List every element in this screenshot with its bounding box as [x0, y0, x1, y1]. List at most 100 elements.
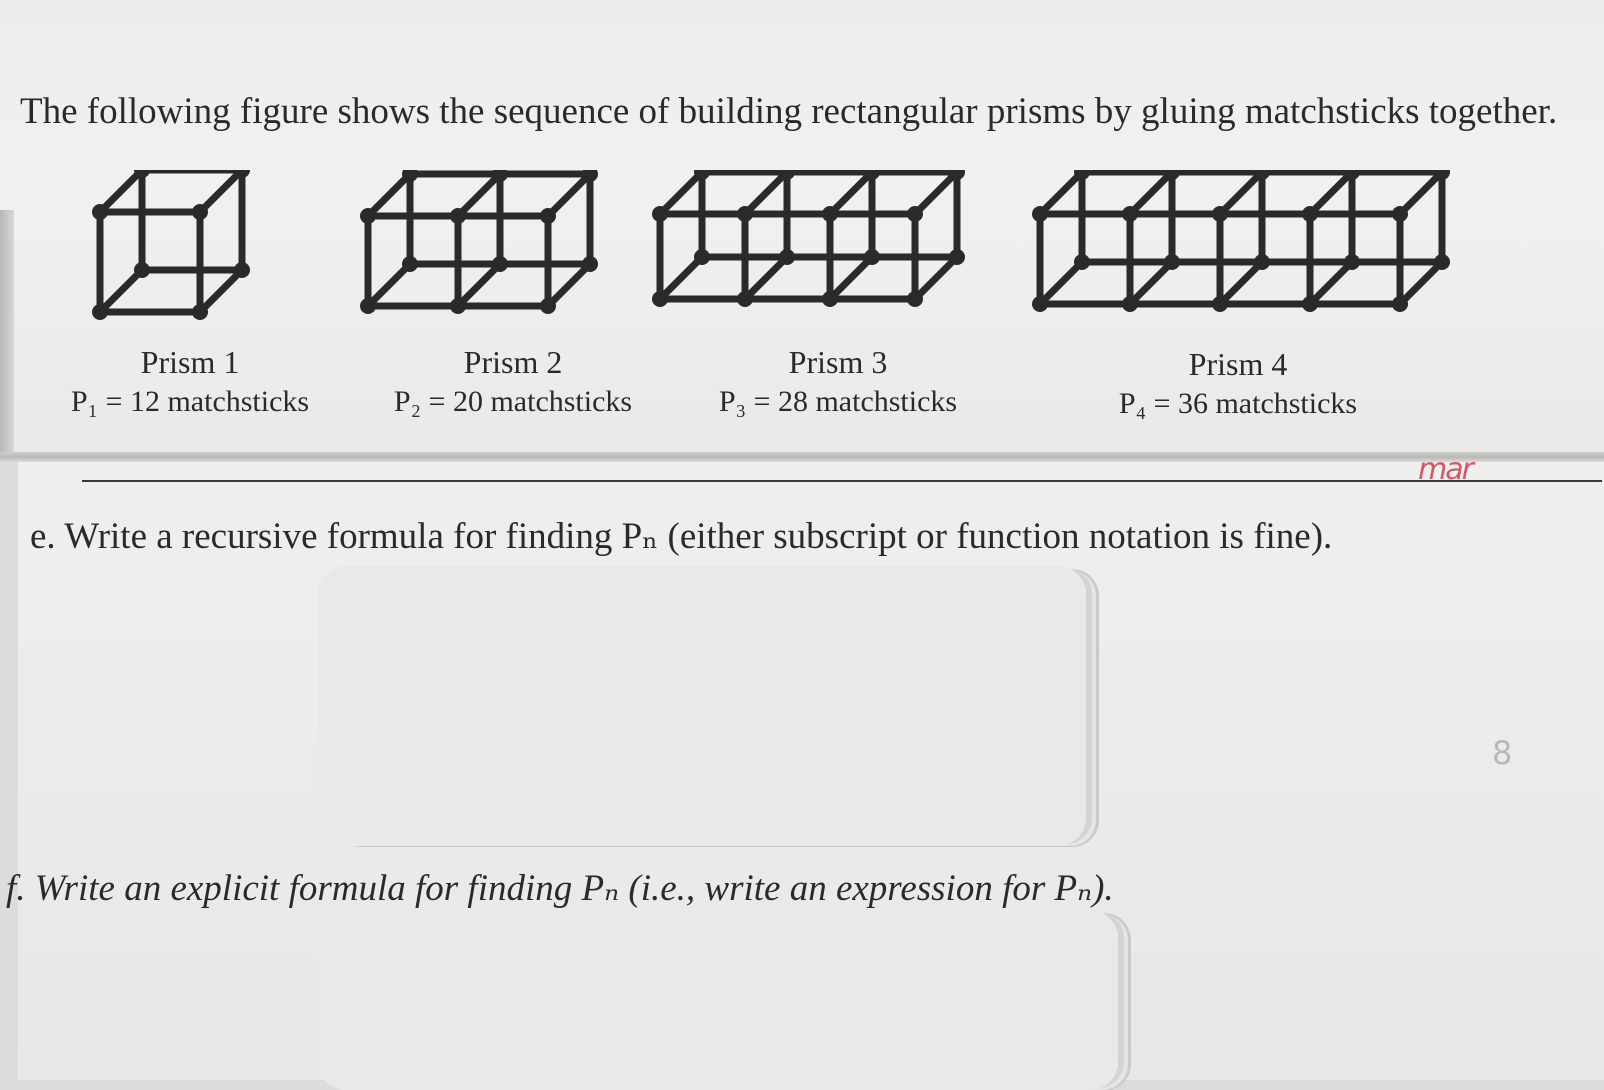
glue-joint — [737, 206, 753, 222]
glue-joint — [652, 206, 668, 222]
matchstick — [454, 170, 504, 220]
glue-joint — [652, 291, 668, 307]
glue-joint — [779, 170, 795, 180]
matchstick — [364, 170, 414, 220]
prism-4-count: P₄ = 36 matchsticks — [1118, 387, 1358, 420]
glue-joint — [779, 249, 795, 265]
answer-box-e[interactable] — [318, 566, 1086, 846]
prism-1-name: Prism 1 — [140, 344, 240, 380]
glue-joint — [907, 206, 923, 222]
matchstick — [1126, 258, 1176, 308]
prism-1-caption: Prism 1 P₁ = 12 matchsticks — [40, 342, 340, 422]
matchstick — [1216, 258, 1266, 308]
matchstick — [656, 253, 706, 303]
glue-joint — [1434, 254, 1450, 270]
glue-joint — [694, 249, 710, 265]
prism-4-drawing — [1032, 170, 1450, 312]
glue-joint — [1254, 254, 1270, 270]
prism-figure-svg — [92, 170, 1450, 320]
glue-joint — [92, 304, 108, 320]
answer-box-f[interactable] — [318, 910, 1118, 1090]
matchstick — [656, 170, 706, 218]
intro-text: The following figure shows the sequence … — [20, 91, 1558, 132]
glue-joint — [949, 249, 965, 265]
glue-joint — [1122, 206, 1138, 222]
glue-joint — [1074, 170, 1090, 180]
matchstick — [96, 170, 146, 216]
glue-joint — [1074, 254, 1090, 270]
prism-2-count: P₂ = 20 matchsticks — [393, 385, 633, 418]
matchstick — [1306, 258, 1356, 308]
matchstick — [826, 253, 876, 303]
matchstick — [1396, 258, 1446, 308]
glue-joint — [360, 208, 376, 224]
prism-3-name: Prism 3 — [788, 344, 888, 380]
glue-joint — [1392, 206, 1408, 222]
question-f: f. Write an explicit formula for finding… — [6, 868, 1114, 909]
glue-joint — [450, 298, 466, 314]
section-divider — [82, 480, 1602, 482]
matchstick — [364, 260, 414, 310]
glue-joint — [192, 304, 208, 320]
glue-joint — [1434, 170, 1450, 180]
question-e: e. Write a recursive formula for finding… — [30, 516, 1333, 557]
prism-2-caption: Prism 2 P₂ = 20 matchsticks — [368, 342, 658, 422]
glue-joint — [1032, 296, 1048, 312]
matchstick — [1306, 170, 1356, 218]
glue-joint — [949, 170, 965, 180]
matchstick — [454, 260, 504, 310]
glue-joint — [234, 170, 250, 178]
glue-joint — [402, 170, 418, 182]
prism-3-count: P₃ = 28 matchsticks — [718, 385, 958, 418]
worksheet-top-sheet — [0, 0, 1604, 460]
glue-joint — [1302, 296, 1318, 312]
glue-joint — [540, 208, 556, 224]
glue-joint — [134, 170, 150, 178]
prism-4-caption: Prism 4 P₄ = 36 matchsticks — [1088, 344, 1388, 424]
glue-joint — [450, 208, 466, 224]
glue-joint — [1392, 296, 1408, 312]
matchstick — [196, 266, 246, 316]
prism-1-drawing — [92, 170, 250, 320]
prism-1-count: P₁ = 12 matchsticks — [70, 385, 310, 418]
glue-joint — [822, 206, 838, 222]
glue-joint — [822, 291, 838, 307]
glue-joint — [1164, 170, 1180, 180]
matchstick — [196, 170, 246, 216]
glue-joint — [582, 170, 598, 182]
prism-3-caption: Prism 3 P₃ = 28 matchsticks — [688, 342, 988, 422]
glue-joint — [492, 170, 508, 182]
glue-joint — [492, 256, 508, 272]
matchstick — [544, 170, 594, 220]
prism-4-name: Prism 4 — [1188, 346, 1288, 382]
matchstick — [826, 170, 876, 218]
matchstick — [1216, 170, 1266, 218]
glue-joint — [694, 170, 710, 180]
paper-fold — [0, 452, 1604, 462]
matchstick — [96, 266, 146, 316]
faint-margin-digit: 8 — [1492, 734, 1513, 772]
matchstick — [741, 170, 791, 218]
glue-joint — [582, 256, 598, 272]
glue-joint — [1122, 296, 1138, 312]
glue-joint — [864, 170, 880, 180]
glue-joint — [1344, 254, 1360, 270]
glue-joint — [192, 204, 208, 220]
prism-2-name: Prism 2 — [463, 344, 563, 380]
prism-3-drawing — [652, 170, 965, 307]
matchstick — [741, 253, 791, 303]
matchstick — [544, 260, 594, 310]
glue-joint — [1032, 206, 1048, 222]
matchstick — [911, 253, 961, 303]
glue-joint — [134, 262, 150, 278]
matchstick — [1036, 258, 1086, 308]
matchstick — [1036, 170, 1086, 218]
matchstick — [1396, 170, 1446, 218]
handwritten-margin-mark: mar — [1418, 452, 1474, 487]
glue-joint — [864, 249, 880, 265]
glue-joint — [1344, 170, 1360, 180]
glue-joint — [360, 298, 376, 314]
glue-joint — [907, 291, 923, 307]
glue-joint — [737, 291, 753, 307]
prism-2-drawing — [360, 170, 598, 314]
